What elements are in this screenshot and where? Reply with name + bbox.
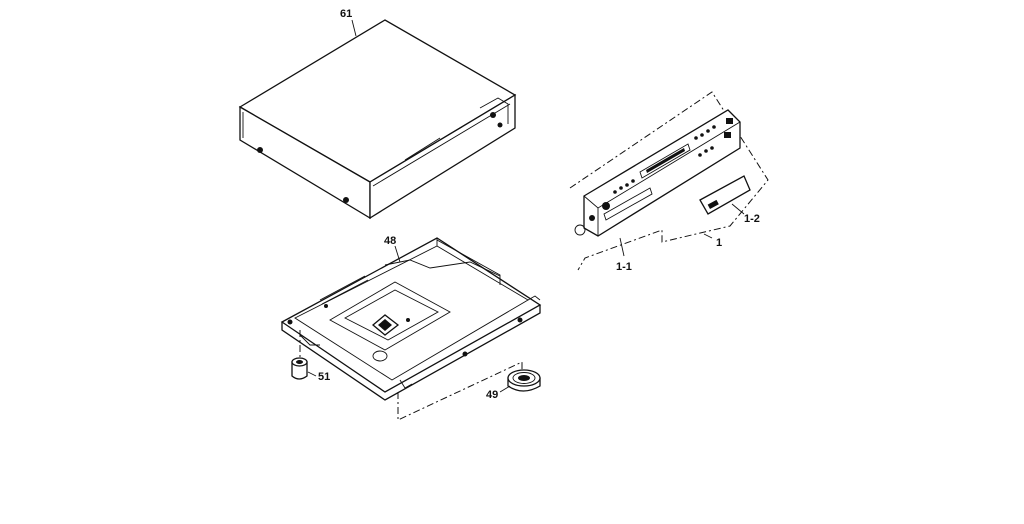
foot-large-dash-line <box>397 361 523 421</box>
door-leader-line <box>731 203 745 215</box>
cover-leader-line <box>351 19 357 37</box>
small-foot-leader-line <box>307 371 317 377</box>
front-panel-part-label: 1-1 <box>616 261 632 273</box>
small-foot-part[interactable] <box>291 357 308 380</box>
front-panel-assy-dash-outline <box>569 91 769 271</box>
front-panel-assy-label: 1 <box>716 237 722 249</box>
chassis-leader-line <box>394 245 401 263</box>
assy-leader-line <box>703 233 713 239</box>
door-part[interactable] <box>699 175 751 215</box>
front-panel-leader-line <box>619 237 625 257</box>
large-foot-part[interactable] <box>507 369 541 392</box>
large-foot-label: 49 <box>486 389 498 401</box>
small-foot-label: 51 <box>318 371 330 383</box>
large-foot-leader-line <box>499 385 511 393</box>
cover-part-label: 61 <box>340 8 352 20</box>
door-part-label: 1-2 <box>744 213 760 225</box>
bottom-chassis-part[interactable] <box>280 237 542 401</box>
front-panel-part[interactable] <box>574 109 741 237</box>
chassis-part-label: 48 <box>384 235 396 247</box>
top-cover-part[interactable] <box>238 19 517 220</box>
